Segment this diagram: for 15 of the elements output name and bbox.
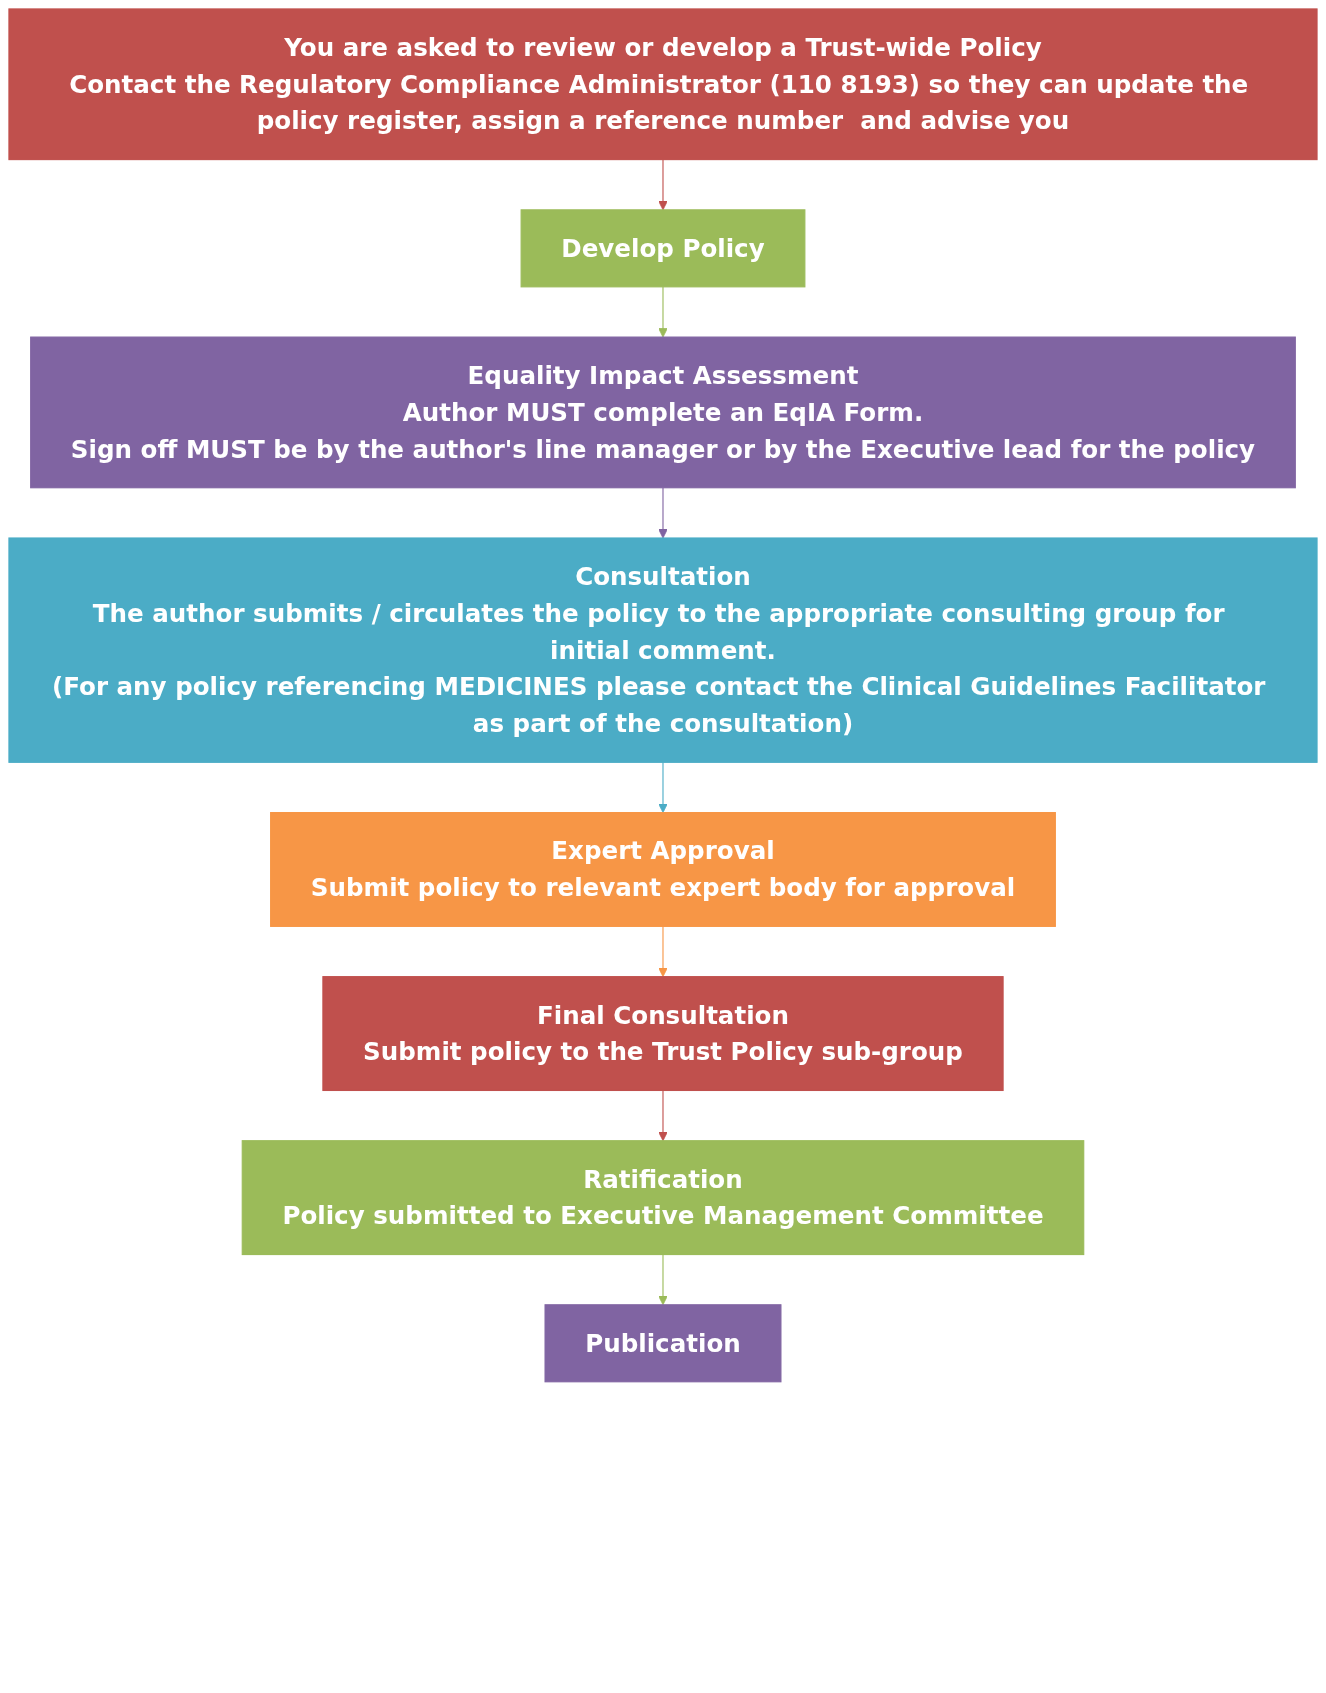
arrow bbox=[658, 1089, 668, 1142]
arrow bbox=[658, 925, 668, 978]
node-box: Consultation The author submits / circulates the policy to the appropriate consulting group for initial comment. (For any policy referencing MEDICINES please contact the Clinical Guidelines Facilitator as part of the consultation) bbox=[8, 537, 1318, 763]
arrow bbox=[658, 286, 668, 338]
arrow bbox=[658, 761, 668, 813]
node-box: Publication bbox=[544, 1304, 782, 1383]
arrow bbox=[658, 159, 668, 211]
node-box: Ratification Policy submitted to Executive Management Committee bbox=[241, 1140, 1085, 1256]
node-box: Develop Policy bbox=[520, 209, 806, 288]
arrow bbox=[658, 1254, 668, 1306]
node-box: Expert Approval Submit policy to relevant expert body for approval bbox=[270, 812, 1056, 927]
node-box: Final Consultation Submit policy to the Trust Policy sub-group bbox=[322, 976, 1004, 1092]
node-box: You are asked to review or develop a Trust-wide Policy Contact the Regulatory Compliance Administrator (110 8193) so they can update the policy register, assign a reference number and advise you bbox=[8, 8, 1318, 161]
node-box: Equality Impact Assessment Author MUST complete an EqIA Form. Sign off MUST be by the author's line manager or by the Executive lead for the policy bbox=[30, 336, 1296, 489]
arrow bbox=[658, 487, 668, 539]
